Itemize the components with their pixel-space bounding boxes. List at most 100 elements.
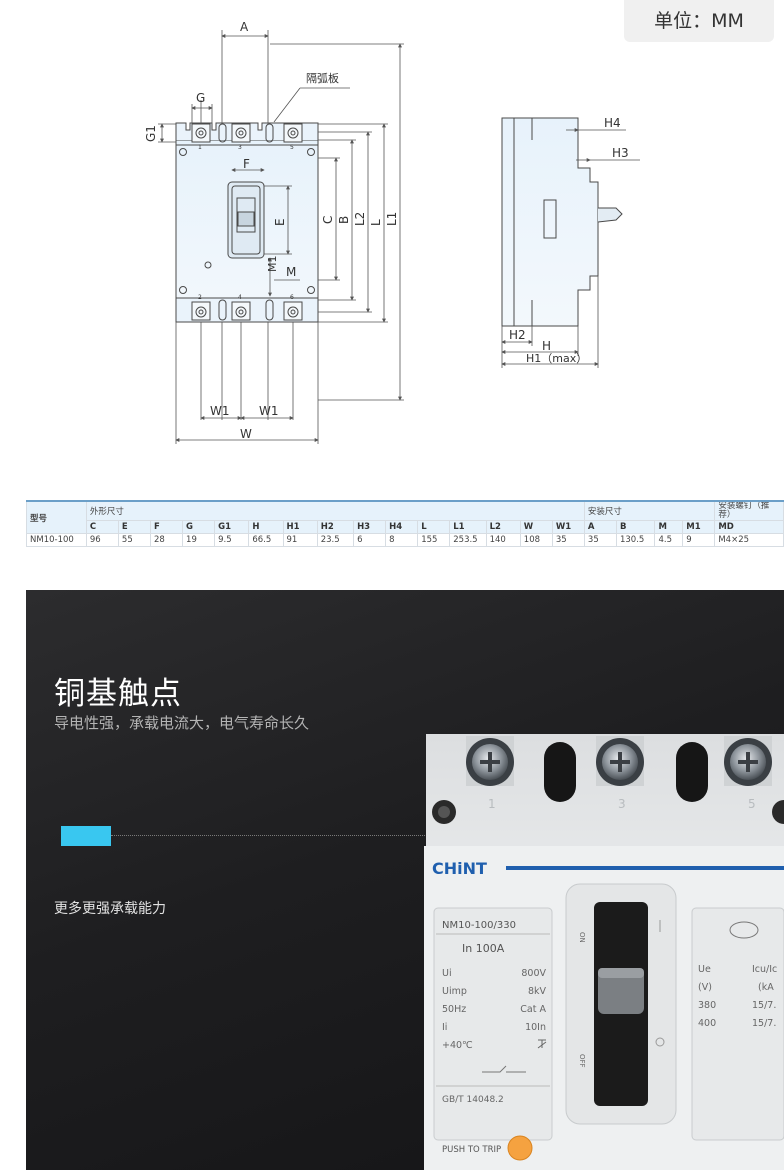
front-dimension-labels: A G G1 隔弧板 F E C B L2 L L1 M M1 W1 W1 W … [144, 20, 399, 441]
svg-text:Cat A: Cat A [520, 1004, 546, 1015]
svg-text:Icu/Ic: Icu/Ic [752, 964, 777, 975]
svg-text:ON: ON [578, 932, 586, 943]
svg-text:H2: H2 [509, 328, 526, 342]
svg-text:10In: 10In [525, 1022, 546, 1033]
column-header: H2 [316, 520, 355, 534]
svg-text:H: H [542, 339, 551, 353]
model-header: 型号 [26, 500, 87, 534]
svg-text:380: 380 [698, 1000, 716, 1011]
group-outer-dimensions: 外形尺寸 [85, 500, 585, 521]
svg-text:50Hz: 50Hz [442, 1004, 466, 1015]
table-cell: 140 [485, 533, 521, 547]
banner-subtitle: 导电性强，承载电流大，电气寿命长久 [54, 714, 310, 732]
svg-text:4: 4 [238, 294, 242, 301]
front-dimension-lines [158, 30, 404, 444]
side-dimension-labels: H4 H3 H2 H H1（max） [509, 116, 629, 365]
column-header: A [583, 520, 617, 534]
column-header: H1 [282, 520, 318, 534]
svg-text:2: 2 [198, 294, 202, 301]
banner-note: 更多更强承载能力 [54, 901, 166, 917]
svg-text:+40℃: +40℃ [442, 1040, 473, 1051]
svg-text:15/7.: 15/7. [752, 1018, 776, 1029]
column-header: L1 [449, 520, 487, 534]
front-view [175, 122, 319, 323]
table-cell: 8 [385, 533, 419, 547]
svg-text:In 100A: In 100A [462, 942, 505, 955]
table-cell: 35 [551, 533, 585, 547]
column-header: C [85, 520, 119, 534]
terminal-screw-icon [466, 738, 514, 786]
svg-text:H1（max）: H1（max） [526, 352, 587, 365]
svg-text:E: E [273, 218, 287, 226]
svg-text:1: 1 [198, 144, 202, 151]
column-header: H [248, 520, 284, 534]
svg-text:M: M [286, 265, 296, 279]
column-header: B [615, 520, 656, 534]
svg-text:Uimp: Uimp [442, 986, 467, 997]
column-header: M1 [682, 520, 716, 534]
table-cell: 155 [417, 533, 451, 547]
unit-label: 单位：MM [624, 0, 774, 42]
table-cell: 91 [282, 533, 318, 547]
table-cell: 66.5 [248, 533, 284, 547]
svg-text:M1: M1 [266, 256, 279, 273]
svg-text:Ui: Ui [442, 968, 452, 979]
svg-text:C: C [321, 216, 335, 224]
column-header: L2 [485, 520, 521, 534]
svg-text:8kV: 8kV [528, 986, 547, 997]
breaker-product-photo: 1 3 5 CHiNT NM10-100/330 In 100A Ui 800V… [424, 734, 784, 1170]
table-cell: M4×25 [714, 533, 784, 547]
svg-text:(V): (V) [698, 982, 712, 993]
svg-text:PUSH TO TRIP: PUSH TO TRIP [442, 1145, 501, 1155]
ccc-mark-icon [729, 921, 759, 939]
table-group-row: 型号 外形尺寸 安装尺寸 安装螺钉（推荐） [26, 500, 784, 534]
svg-text:800V: 800V [521, 968, 546, 979]
terminal-screw-icon [596, 738, 644, 786]
column-header: M [654, 520, 684, 534]
svg-text:1: 1 [488, 797, 496, 811]
table-cell: 4.5 [654, 533, 684, 547]
svg-text:隔弧板: 隔弧板 [306, 71, 339, 85]
accent-bar [61, 826, 111, 846]
feature-banner: 铜基触点 导电性强，承载电流大，电气寿命长久 更多更强承载能力 [26, 590, 784, 1170]
svg-text:5: 5 [290, 144, 294, 151]
banner-title: 铜基触点 [54, 676, 182, 712]
table-cell: 130.5 [615, 533, 656, 547]
terminal-screw-icon [724, 738, 772, 786]
isolation-symbol-icon [537, 1039, 547, 1049]
side-dimension-lines [501, 128, 640, 368]
column-header: L [417, 520, 451, 534]
table-cell: 9.5 [214, 533, 250, 547]
svg-text:A: A [240, 20, 249, 34]
table-cell: 96 [85, 533, 119, 547]
svg-text:H4: H4 [604, 116, 621, 130]
svg-text:H3: H3 [612, 146, 629, 160]
table-cell: 6 [353, 533, 387, 547]
svg-text:L2: L2 [353, 212, 367, 226]
svg-text:L1: L1 [385, 212, 399, 226]
column-header: H4 [385, 520, 419, 534]
group-mounting-screw: 安装螺钉（推荐） [714, 500, 784, 521]
column-header: F [149, 520, 184, 534]
group-mounting-dimensions: 安装尺寸 [583, 500, 716, 521]
svg-text:OFF: OFF [578, 1054, 586, 1068]
column-header: H3 [353, 520, 387, 534]
column-header: W [519, 520, 553, 534]
svg-text:GB/T 14048.2: GB/T 14048.2 [442, 1095, 504, 1105]
table-cell: 55 [117, 533, 151, 547]
table-cell: 23.5 [316, 533, 355, 547]
svg-text:5: 5 [748, 797, 756, 811]
callout-line [111, 835, 481, 836]
table-cell: 9 [682, 533, 716, 547]
brand-logo: CHiNT [432, 859, 487, 878]
svg-text:Ue: Ue [698, 964, 711, 975]
table-cell: 28 [149, 533, 184, 547]
svg-text:Ii: Ii [442, 1022, 447, 1033]
svg-text:W: W [240, 427, 252, 441]
dimension-drawing: A G G1 隔弧板 F E C B L2 L L1 M M1 W1 W1 W … [144, 20, 640, 444]
svg-text:3: 3 [238, 144, 242, 151]
table-cell: 108 [519, 533, 553, 547]
svg-text:6: 6 [290, 294, 294, 301]
